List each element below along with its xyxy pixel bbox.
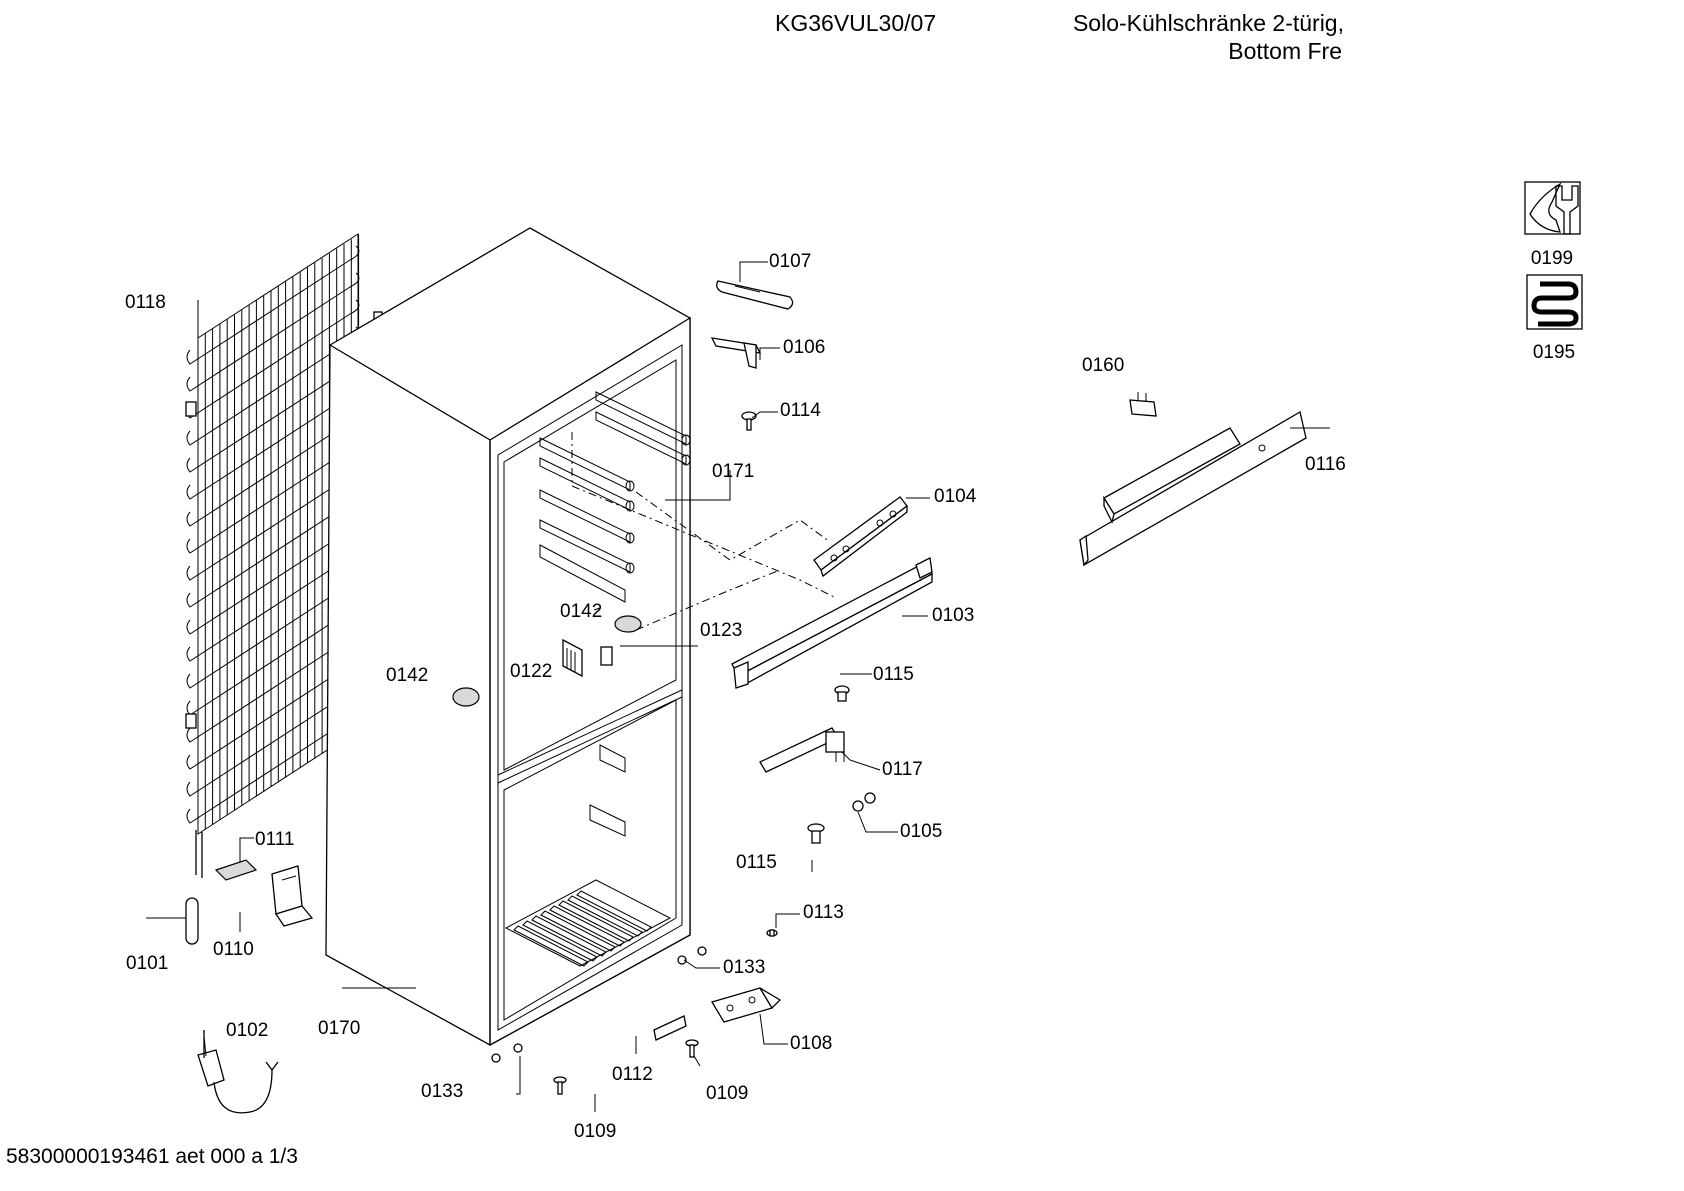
label-0111: 0111 (255, 829, 294, 850)
relay-0110[interactable] (271, 865, 314, 927)
control-module-0122[interactable] (562, 638, 613, 678)
label-0105: 0105 (900, 821, 942, 842)
hinge-pin-0115b[interactable] (807, 823, 825, 844)
top-hinge-0106[interactable] (710, 337, 762, 369)
foot-0133b[interactable] (697, 946, 707, 956)
plug-0142a[interactable] (452, 687, 480, 707)
label-0110: 0110 (213, 939, 254, 960)
plug-0142b[interactable] (614, 615, 642, 633)
power-cord-0102[interactable] (197, 1030, 279, 1114)
label-0160: 0160 (1082, 355, 1124, 376)
appliance-title-line2: Bottom Fre (1228, 38, 1342, 62)
control-panel-0116[interactable] (1079, 410, 1307, 567)
condenser-coil-icon[interactable] (1526, 274, 1583, 330)
label-0106: 0106 (783, 337, 825, 358)
label-0115b: 0115 (736, 852, 777, 873)
label-0142a: 0142 (386, 665, 428, 686)
compressor-cover-0111[interactable] (214, 859, 258, 881)
screw-0109b[interactable] (553, 1076, 567, 1095)
service-tool-icon[interactable] (1524, 181, 1581, 235)
label-0114: 0114 (780, 400, 821, 421)
screw-0114[interactable] (741, 411, 757, 431)
appliance-title-line1: Solo-Kühlschränke 2-türig, (1072, 10, 1344, 36)
label-0133b: 0133 (421, 1081, 463, 1102)
label-0104: 0104 (934, 486, 977, 507)
middle-hinge-0117[interactable] (759, 727, 845, 773)
label-0170: 0170 (318, 1018, 360, 1039)
label-0115a: 0115 (873, 664, 914, 685)
label-0171: 0171 (712, 461, 754, 482)
hinge-cover-0107[interactable] (716, 280, 794, 310)
hinge-pin-0115a[interactable] (834, 685, 850, 702)
door-rail-0103[interactable] (731, 557, 933, 689)
label-0122: 0122 (510, 661, 552, 682)
document-id: 58300000193461 aet 000 a 1/3 (6, 1145, 298, 1168)
label-0109b: 0109 (574, 1121, 616, 1142)
foot-0133d[interactable] (513, 1043, 523, 1053)
label-0101: 0101 (126, 953, 168, 974)
label-0123: 0123 (700, 620, 742, 641)
fridge-cabinet[interactable] (325, 227, 691, 1047)
door-bracket-0104[interactable] (813, 496, 908, 578)
label-0107: 0107 (769, 251, 811, 272)
label-0133a: 0133 (723, 957, 765, 978)
bottom-hinge-0108[interactable] (711, 987, 782, 1023)
label-0142b: 0142 (560, 601, 602, 622)
icon-label-0195: 0195 (1533, 342, 1575, 363)
screw-0113[interactable] (766, 929, 778, 937)
model-number: KG36VUL30/07 (775, 10, 937, 36)
label-0118: 0118 (125, 292, 166, 313)
label-0117: 0117 (882, 759, 923, 780)
label-0102: 0102 (226, 1020, 268, 1041)
label-0116: 0116 (1305, 454, 1346, 475)
washer-0105b[interactable] (864, 792, 876, 804)
dryer-filter-0101[interactable] (185, 897, 199, 945)
label-0103: 0103 (932, 605, 974, 626)
label-0108: 0108 (790, 1033, 832, 1054)
icon-label-0199: 0199 (1531, 248, 1573, 269)
connector-0160[interactable] (1129, 392, 1157, 417)
label-0113: 0113 (803, 902, 844, 923)
washer-0105a[interactable] (852, 800, 864, 812)
foot-0133c[interactable] (491, 1053, 501, 1063)
label-0112: 0112 (612, 1064, 653, 1085)
foot-0133a[interactable] (677, 955, 687, 965)
label-0109a: 0109 (706, 1083, 748, 1104)
screw-0109a[interactable] (685, 1039, 699, 1058)
hinge-cover-0112[interactable] (653, 1015, 687, 1041)
